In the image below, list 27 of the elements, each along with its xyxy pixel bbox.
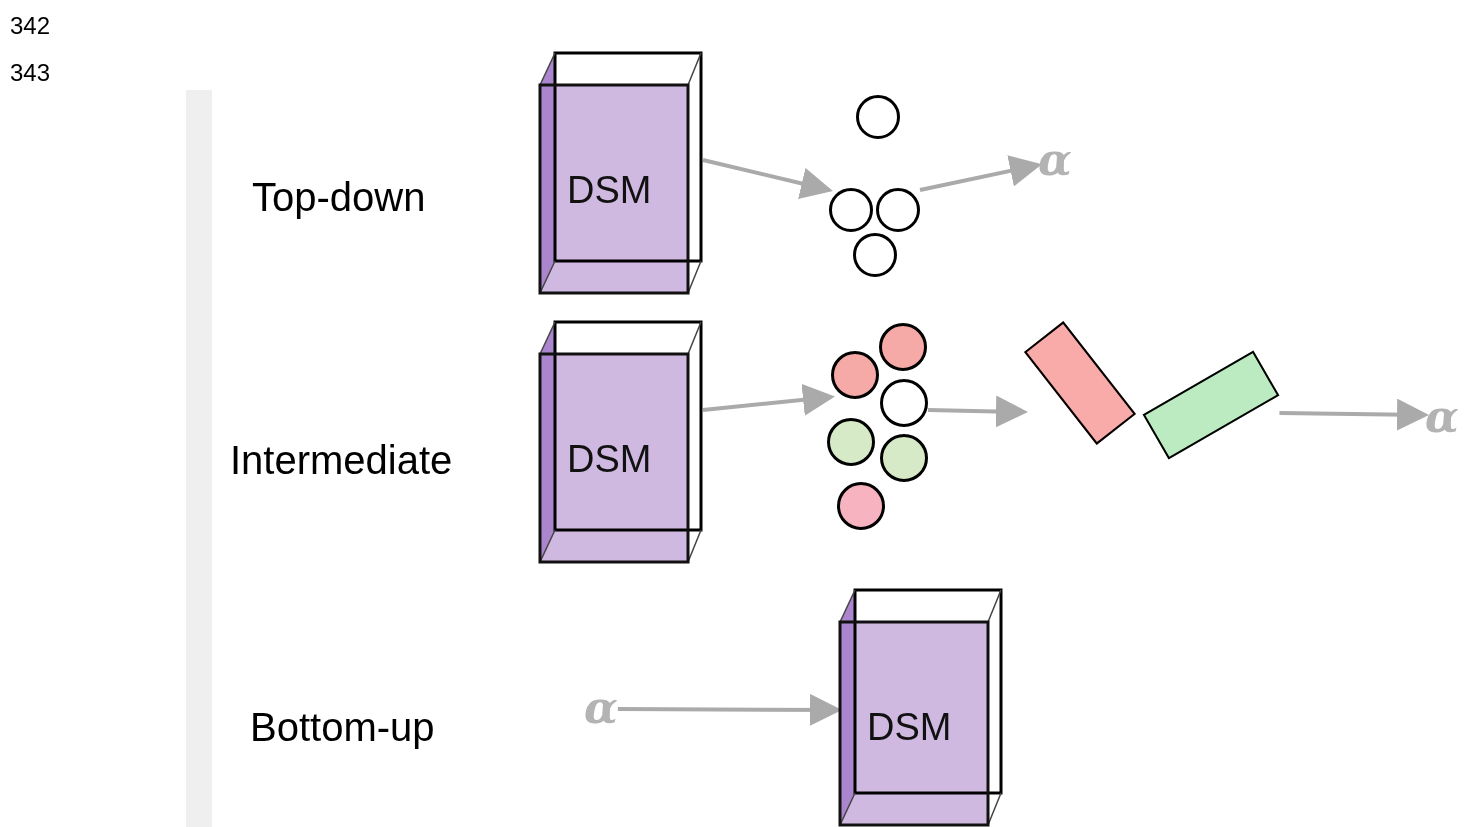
circle xyxy=(829,188,873,232)
circle xyxy=(827,418,875,466)
arrow xyxy=(702,383,835,416)
row-label: Bottom-up xyxy=(250,707,435,747)
circle xyxy=(831,351,879,399)
circle xyxy=(853,233,897,277)
row-label: Top-down xyxy=(252,177,426,217)
circle xyxy=(837,482,885,530)
circle xyxy=(876,188,920,232)
arrow xyxy=(919,155,1042,192)
block-label: DSM xyxy=(567,440,652,478)
line-number: 342 xyxy=(10,14,51,38)
row-label: Intermediate xyxy=(230,440,453,480)
arrow xyxy=(927,395,1028,428)
block-label: DSM xyxy=(567,171,652,209)
block-label: DSM xyxy=(867,708,952,746)
arrow xyxy=(1279,398,1429,431)
arrow xyxy=(617,693,842,726)
alpha-symbol: α xyxy=(584,686,618,730)
alpha-symbol: α xyxy=(1038,138,1072,182)
circle xyxy=(880,379,928,427)
arrow xyxy=(702,158,833,200)
circle xyxy=(879,323,927,371)
circle xyxy=(856,95,900,139)
alpha-symbol: α xyxy=(1425,395,1459,439)
line-number: 343 xyxy=(10,61,51,85)
circle xyxy=(880,434,928,482)
